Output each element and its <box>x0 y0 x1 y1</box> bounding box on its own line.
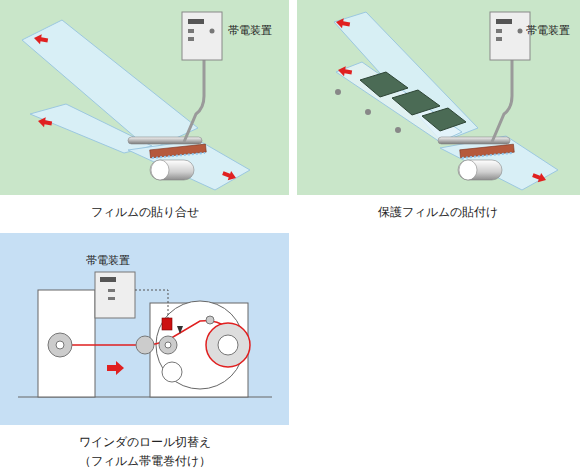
roll-core <box>218 335 238 355</box>
roller-core <box>165 342 171 348</box>
device-label: 帯電装置 <box>86 254 146 267</box>
device-button <box>188 29 194 33</box>
device-display <box>188 19 204 24</box>
roll-core <box>56 341 64 349</box>
panel-caption: ワインダのロール切替え <box>35 435 255 449</box>
guide-roller <box>136 336 154 354</box>
turret-disc <box>156 301 244 389</box>
guide-roller <box>159 336 177 354</box>
device-cable <box>135 290 168 320</box>
device-knob <box>210 29 215 34</box>
nip-roller <box>438 137 510 144</box>
protective-film-panel <box>297 0 580 195</box>
cutter-blade <box>177 326 183 334</box>
panel-caption: （フィルム帯電巻付け） <box>35 454 255 468</box>
panel-caption: 保護フィルムの貼付け <box>338 205 538 219</box>
direction-arrow <box>33 33 49 45</box>
roller-end <box>459 160 477 180</box>
device-knob <box>518 29 523 34</box>
touch-roller <box>206 316 214 324</box>
charging-electrode <box>460 144 515 158</box>
device-arm <box>184 60 204 142</box>
conveyor-roller <box>365 109 371 115</box>
glass-panel <box>360 72 408 97</box>
empty-core <box>162 362 182 382</box>
direction-arrow <box>337 65 353 77</box>
device-display <box>496 19 512 24</box>
panel-background <box>0 0 289 195</box>
lamination-panel <box>0 0 289 195</box>
panel-caption: フィルムの貼り合せ <box>45 205 245 219</box>
device-button <box>108 289 115 292</box>
device-button <box>496 29 502 33</box>
device-button <box>496 37 502 41</box>
direction-arrow <box>531 171 548 185</box>
glass-panel <box>422 108 466 131</box>
device-label: 帯電装置 <box>228 24 288 37</box>
take-up-roll <box>206 323 250 367</box>
device-label: 帯電装置 <box>526 24 580 37</box>
unwinder-frame <box>38 290 95 397</box>
direction-arrow <box>335 17 351 29</box>
conveyor-roller <box>335 89 341 95</box>
winder-panel <box>0 233 289 425</box>
conveyor-roller <box>395 127 401 133</box>
panel-background <box>0 233 289 425</box>
lower-roller <box>150 160 194 180</box>
panel-background <box>297 0 580 195</box>
device-button <box>108 297 115 300</box>
supply-roll <box>48 333 72 357</box>
nip-roller <box>128 137 202 144</box>
direction-arrow <box>221 169 238 183</box>
charging-device <box>490 12 530 60</box>
charging-device <box>182 12 222 60</box>
direction-arrow <box>37 116 53 128</box>
lower-roller <box>458 160 502 180</box>
device-button <box>188 37 194 41</box>
charge-ions <box>462 153 512 158</box>
charging-device <box>95 272 135 318</box>
lower-film <box>30 104 152 153</box>
roller-end <box>151 160 169 180</box>
charging-electrode <box>150 144 207 158</box>
device-display <box>100 277 116 282</box>
charge-ions <box>152 153 205 158</box>
direction-arrow <box>107 361 124 375</box>
device-arm <box>492 60 512 142</box>
glass-panel <box>392 90 440 115</box>
charging-electrode <box>162 318 172 330</box>
protective-film <box>334 12 478 142</box>
laminated-film <box>128 140 250 190</box>
